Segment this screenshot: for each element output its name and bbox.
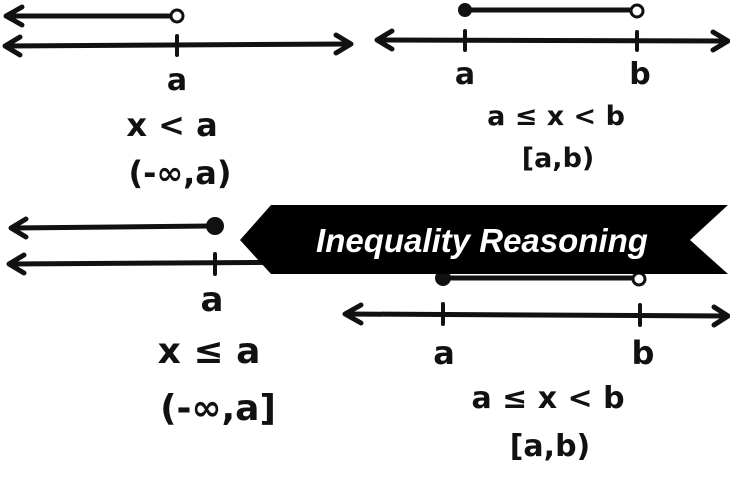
inequality-label: a ≤ x < b bbox=[487, 101, 625, 132]
point-label-a: a bbox=[201, 280, 224, 320]
panel-bottom-left: a x ≤ a (-∞,a] bbox=[6, 216, 333, 429]
point-label-a: a bbox=[167, 63, 187, 98]
solution-ray bbox=[9, 223, 213, 231]
closed-endpoint-a bbox=[458, 3, 472, 17]
number-line-left-arrowhead bbox=[6, 252, 27, 276]
point-label-b: b bbox=[632, 334, 655, 372]
number-line bbox=[343, 311, 730, 319]
number-line-right-arrowhead bbox=[710, 29, 730, 53]
number-line-left-arrowhead bbox=[374, 28, 395, 52]
title-banner: Inequality Reasoning bbox=[240, 205, 728, 274]
banner-title: Inequality Reasoning bbox=[316, 222, 648, 259]
interval-label: (-∞,a] bbox=[160, 388, 276, 429]
inequality-label: x ≤ a bbox=[158, 331, 261, 372]
panel-top-right: a b a ≤ x < b [a,b) bbox=[374, 3, 730, 174]
open-endpoint-b bbox=[631, 271, 647, 287]
open-endpoint-b bbox=[629, 3, 645, 19]
interval-label: [a,b) bbox=[522, 143, 594, 174]
point-label-b: b bbox=[629, 57, 650, 92]
closed-endpoint-a bbox=[206, 217, 224, 235]
banner-ribbon-shape bbox=[240, 205, 728, 274]
interval-label: [a,b) bbox=[510, 429, 591, 464]
panel-top-left: a x < a (-∞,a) bbox=[2, 4, 354, 192]
inequality-label: a ≤ x < b bbox=[471, 381, 624, 416]
number-line-left-arrowhead bbox=[342, 302, 364, 326]
interval-label: (-∞,a) bbox=[129, 154, 232, 192]
number-line-left-arrowhead bbox=[2, 34, 23, 58]
inequality-label: x < a bbox=[126, 106, 217, 144]
number-line-right-arrowhead bbox=[711, 304, 730, 328]
point-label-a: a bbox=[433, 334, 455, 372]
ray-left-arrowhead bbox=[3, 4, 25, 28]
ray-left-arrowhead bbox=[8, 216, 29, 240]
number-line-right-arrowhead bbox=[333, 32, 354, 56]
panel-bottom-right: a b a ≤ x < b [a,b) bbox=[342, 270, 730, 464]
number-line bbox=[375, 37, 730, 44]
open-endpoint-a bbox=[169, 8, 185, 24]
point-label-a: a bbox=[455, 57, 475, 92]
